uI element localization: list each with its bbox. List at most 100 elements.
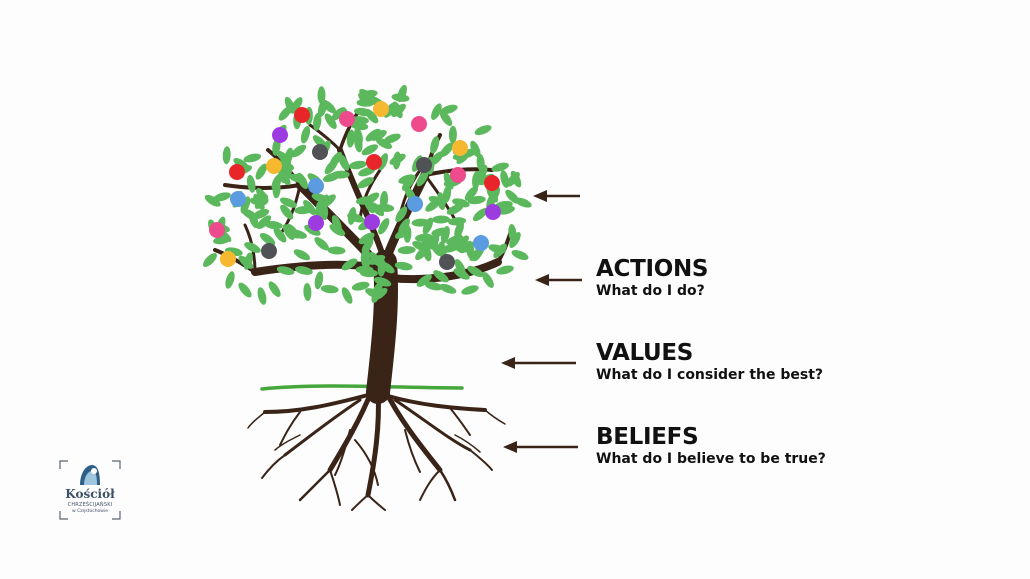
leaf	[321, 99, 337, 114]
leaf	[370, 202, 385, 217]
leaf	[233, 157, 249, 171]
leaf	[243, 153, 262, 163]
tree-roots	[247, 387, 506, 511]
leaf	[416, 274, 432, 287]
fruit	[266, 158, 282, 174]
leaf	[383, 133, 401, 144]
fruit	[209, 222, 225, 238]
leaf	[461, 285, 479, 295]
leaf	[454, 221, 464, 239]
leaf	[389, 153, 406, 165]
leaf	[213, 192, 231, 202]
fruit	[230, 191, 246, 207]
ground-line	[260, 384, 464, 391]
fruit	[229, 164, 245, 180]
fruit	[312, 144, 328, 160]
leaf	[497, 205, 515, 215]
leaf	[313, 112, 322, 131]
leaf	[422, 217, 434, 235]
leaf	[257, 287, 267, 305]
arrow-values	[501, 357, 576, 369]
leaf	[280, 204, 294, 220]
leaf	[378, 218, 390, 235]
leaf	[294, 206, 313, 215]
leaf	[476, 164, 488, 182]
leaf	[402, 175, 415, 191]
leaf	[238, 255, 254, 269]
leaf	[395, 206, 408, 223]
level-values: VALUES What do I consider the best?	[596, 340, 823, 384]
leaf	[314, 237, 329, 251]
leaf	[296, 172, 308, 190]
leaf	[290, 144, 307, 158]
leaf	[363, 192, 380, 205]
leaf	[377, 258, 386, 277]
leaf	[368, 254, 386, 265]
leaf	[360, 252, 370, 271]
church-logo: Kościół CHRZEŚCIJAŃSKI w Częstochowie	[58, 459, 122, 521]
leaf	[472, 208, 488, 222]
arrow-beliefs	[503, 441, 578, 453]
arrow-crown	[533, 190, 580, 202]
leaf	[397, 246, 416, 255]
leaf	[279, 197, 297, 208]
leaf	[246, 174, 256, 193]
leaf	[476, 153, 485, 172]
level-beliefs-title: BELIEFS	[596, 424, 699, 450]
leaf	[348, 160, 367, 170]
leaf	[453, 268, 470, 280]
level-beliefs-subtitle: What do I believe to be true?	[596, 451, 826, 467]
leaf	[446, 204, 464, 215]
leaf	[272, 180, 281, 199]
leaf	[421, 237, 439, 247]
leaf	[491, 162, 509, 172]
leaf	[439, 110, 453, 126]
leaf	[284, 147, 294, 166]
fruit	[407, 196, 423, 212]
leaf	[354, 127, 363, 146]
leaf	[225, 271, 235, 289]
level-values-title: VALUES	[596, 340, 694, 366]
leaf	[259, 232, 276, 246]
tree-fruits	[209, 101, 501, 270]
leaf	[351, 116, 369, 125]
leaf	[289, 229, 307, 239]
leaf	[496, 265, 514, 275]
leaf	[467, 195, 486, 205]
leaf	[365, 288, 382, 299]
leaf	[452, 198, 470, 208]
leaf	[204, 194, 221, 207]
fruit	[339, 111, 355, 127]
fruit	[416, 157, 432, 173]
leaf	[222, 146, 231, 165]
fruit	[308, 215, 324, 231]
leaf	[440, 226, 450, 244]
leaf	[437, 192, 446, 210]
fruit	[452, 140, 468, 156]
leaf	[439, 283, 457, 294]
leaf	[255, 163, 268, 180]
leaf	[276, 266, 295, 275]
leaf	[416, 170, 429, 187]
fruit	[364, 214, 380, 230]
fruit	[485, 204, 501, 220]
leaf	[509, 232, 521, 248]
level-actions: ACTIONS What do I do?	[596, 256, 709, 300]
level-arrows	[501, 190, 582, 453]
leaf	[314, 271, 324, 290]
leaf	[431, 103, 442, 120]
fruit	[473, 235, 489, 251]
fruit	[366, 154, 382, 170]
fruit	[411, 116, 427, 132]
leaf	[424, 281, 443, 291]
leaf	[361, 144, 378, 156]
leaf	[241, 208, 258, 221]
fruit	[308, 178, 324, 194]
fruit	[373, 101, 389, 117]
leaf	[282, 224, 295, 240]
leaf	[264, 220, 283, 230]
fruit	[220, 251, 236, 267]
leaf	[493, 243, 507, 259]
leaf	[300, 125, 311, 144]
leaf	[351, 281, 370, 291]
